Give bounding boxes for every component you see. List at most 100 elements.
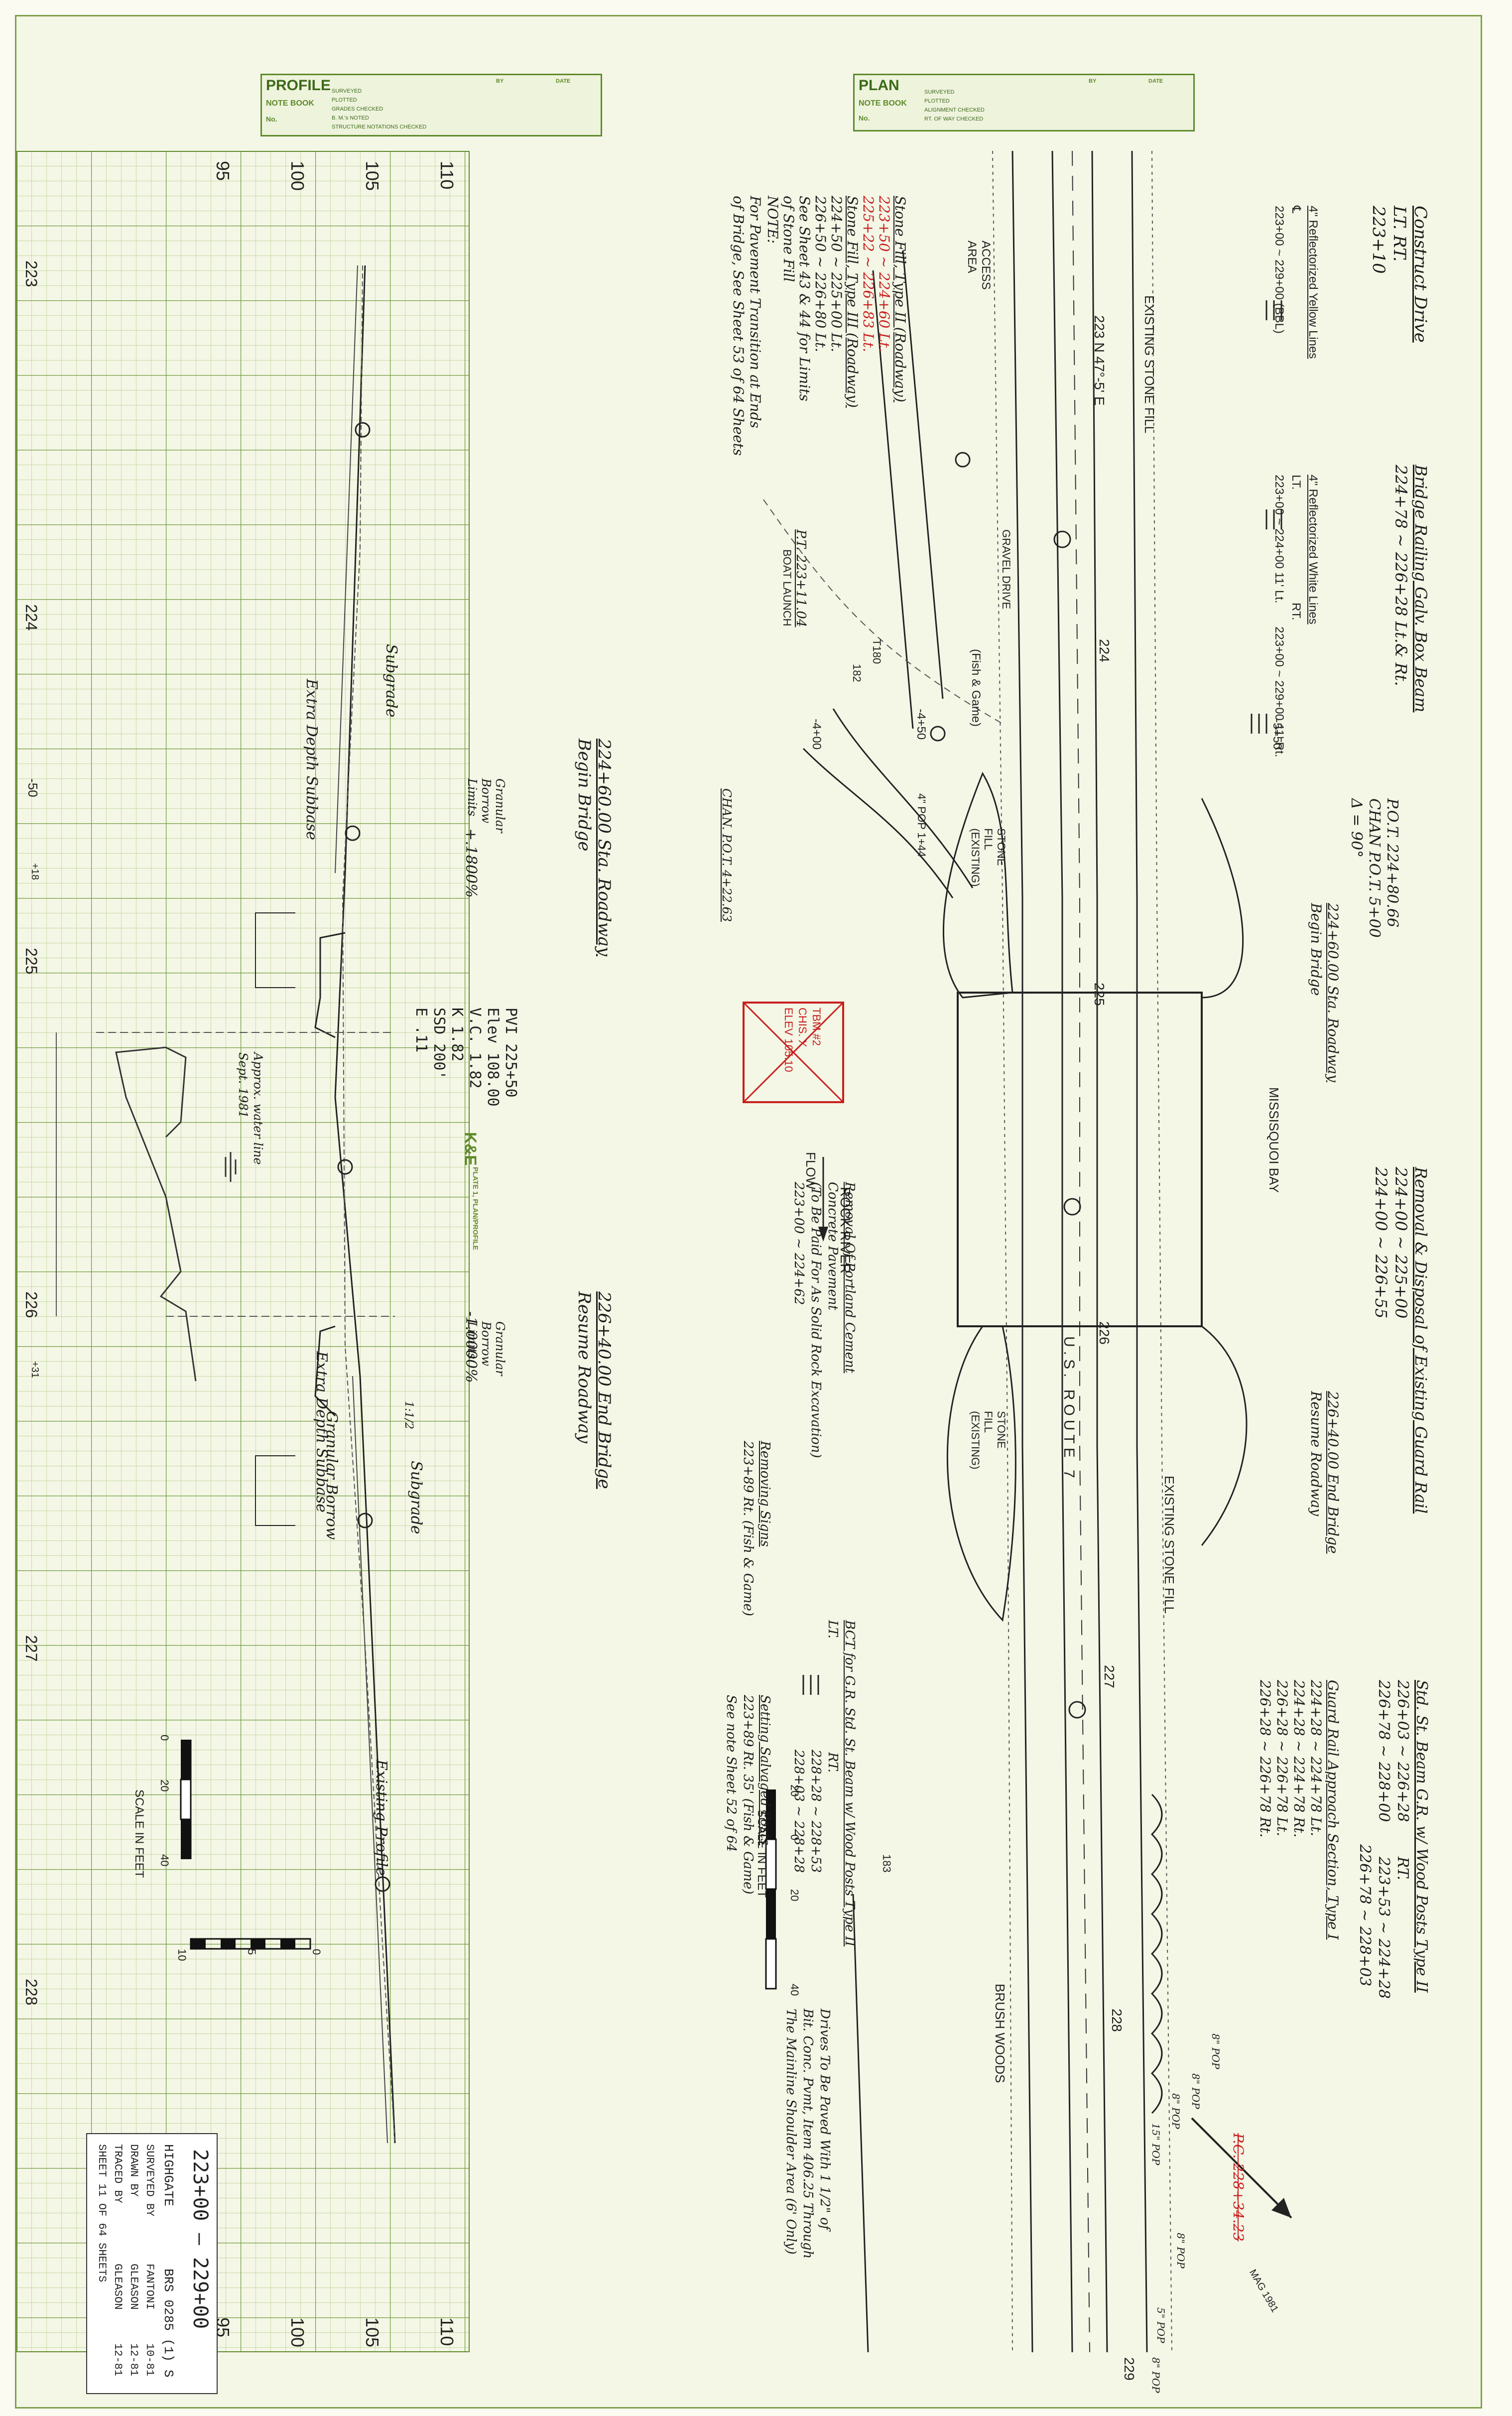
tbm-label: TBM #2 CHIS. X ELEV 105.10 [781, 1008, 823, 1072]
drives-2: Bit. Conc. Pvmt, Item 406.25 Through [800, 2009, 815, 2259]
std-steel-lt: 226+03 ~ 226+28 [1394, 1680, 1411, 1822]
stone-existing-2: STONE FILL (EXISTING) [969, 1411, 1008, 1470]
removal-lt: 224+00 ~ 225+00 [1391, 1167, 1410, 1319]
station-minus-550: -5+50 [1270, 719, 1284, 750]
station-229: 229 [1122, 2357, 1137, 2381]
elev-label-bottom: 100 [287, 2317, 308, 2348]
pvi-line: PVI 225+50 [502, 1008, 519, 1098]
bct-rt: RT. [825, 1752, 840, 1773]
profile-title-block: PROFILE NOTE BOOK No. BY DATE SURVEYED P… [260, 74, 602, 136]
std-steel-lt2: 226+78 ~ 228+00 [1375, 1680, 1392, 1822]
removal-pcc-2: Concrete Pavement [825, 1182, 840, 1310]
scale-tick-v: 5 [246, 1949, 258, 1955]
station-label: 228 [22, 1979, 40, 2006]
see-sheet: See Sheet 43 & 44 for Limits [796, 196, 813, 401]
existing-stone-fill-bottom: EXISTING STONE FILL [1162, 1476, 1177, 1614]
chan-pot-label: CHAN. P.O.T. 4+22.63 [720, 788, 734, 922]
t182-label: 182 [851, 664, 863, 682]
fish-game-label: (Fish & Game) [969, 649, 983, 727]
std-steel-note: Std. St. Beam G.R. w/ Wood Posts Type II… [1355, 1680, 1431, 1999]
bct-title: BCT for G.R. Std. St. Beam w/ Wood Posts… [842, 1620, 857, 1947]
delta-line: Δ = 90° [1348, 798, 1365, 858]
profile-row: SURVEYED [332, 88, 362, 94]
existing-stone-fill-top: EXISTING STONE FILL [1142, 295, 1157, 433]
std-steel-rt1: 223+53 ~ 224+28 [1375, 1856, 1392, 1999]
plan-row: SURVEYED [924, 89, 955, 95]
setting-posts-note: Setting Salvaged Posts 223+89 Rt. 35' (F… [723, 1695, 773, 1895]
construct-drive: Construct Drive [1410, 206, 1430, 343]
bridge-railing-note: Bridge Railing Galv. Box Beam 224+78 ~ 2… [1391, 465, 1431, 712]
stone-fill-type3: Stone Fill, Type III (Roadway) [844, 196, 861, 408]
removing-signs: Removing Signs [757, 1441, 772, 1547]
water-line-2: Sept. 1981 [236, 1052, 250, 1118]
bearing-label: 223 N 47°-5' E [1092, 315, 1107, 406]
pop-note: 8" POP [1210, 2034, 1222, 2069]
pc-label: P.C. 228+34.23 [1230, 2133, 1247, 2242]
plan-no-label: No. [859, 114, 870, 122]
bridge-railing: Bridge Railing Galv. Box Beam [1411, 465, 1430, 713]
pvi-line: SSD 200' [430, 1008, 448, 1080]
pop-note: 5" POP [1155, 2307, 1167, 2343]
pavement-transition-note: For Pavement Transition at Ends of Bridg… [730, 196, 763, 456]
bridge-railing-range: 224+78 ~ 226+28 Lt.& Rt. [1391, 465, 1410, 686]
approach-row: 226+28 ~ 226+78 Rt. [1257, 1680, 1273, 1838]
plan-date-label: DATE [1148, 78, 1163, 84]
removing-signs-note: Removing Signs 223+89 Rt. (Fish & Game) [740, 1441, 773, 1616]
refl-white-rt: RT. [1289, 602, 1303, 621]
profile-row: STRUCTURE NOTATIONS CHECKED [332, 124, 427, 130]
approach-row: 226+28 ~ 226+78 Lt. [1274, 1680, 1290, 1836]
pvi-line: Elev 108.00 [484, 1008, 502, 1107]
drives-note: Drives To Be Paved With 1 1/2" of Bit. C… [782, 2009, 833, 2259]
removal-pcc-3: (To Be Paid For As Solid Rock Excavation… [808, 1182, 823, 1458]
of-stone-fill: of Stone Fill [780, 196, 797, 282]
bct-rt2: 228+03 ~ 228+28 [791, 1750, 806, 1873]
existing-profile: Existing Profile [373, 1760, 390, 1876]
station-225: 225 [1092, 983, 1107, 1006]
title-row-label: TRACED BY [112, 2144, 124, 2203]
plan-end-bridge-1: 226+40.00 End Bridge [1325, 1391, 1341, 1554]
tbm-line: CHIS. X [796, 1008, 809, 1047]
pop-note: 8" POP [1150, 2357, 1162, 2393]
removal-pcc-note: Removal Of Portland Cement Concrete Pave… [790, 1182, 858, 1458]
pot-line: P.O.T. 224+80.66 [1384, 798, 1401, 927]
pvi-line: K 1.82 [448, 1008, 466, 1062]
station-227: 227 [1102, 1665, 1117, 1688]
stone-fill-line: 226+50 ~ 226+80 Lt. [812, 196, 829, 352]
plan-row: RT. OF WAY CHECKED [924, 116, 984, 122]
pvi-note: PVI 225+50 Elev 108.00 V.C. 1.82 K 1.82 … [412, 1008, 519, 1107]
pvi-line: E .11 [412, 1008, 430, 1053]
station-label: 225 [22, 948, 40, 975]
station-label: 227 [22, 1635, 40, 1662]
station-228: 228 [1109, 2009, 1125, 2032]
refl-yellow-range: 223+00 ~ 229+00 (BBL) [1272, 206, 1286, 334]
brush-woods-label: BRUSH WOODS [993, 1984, 1008, 2083]
plan-drawing [743, 151, 1292, 2352]
pop-note: 8" POP [1190, 2073, 1202, 2109]
plan-by-label: BY [1089, 78, 1097, 84]
pt-label: P.T. 223+11.04 [793, 529, 808, 628]
scale-tick: 0 [158, 1735, 171, 1741]
subgrade-right: Subgrade [407, 1461, 425, 1534]
elev-label: 95 [213, 161, 233, 181]
refl-white-lt-range: 223+00 ~ 224+00 11' Lt. [1272, 475, 1286, 604]
slope-note: 1:1/2 [402, 1401, 415, 1429]
plan-row: PLOTTED [924, 98, 950, 104]
station-226: 226 [1097, 1321, 1112, 1345]
removal-pcc-4: 223+00 ~ 224+62 [791, 1182, 806, 1305]
end-bridge-plan-note: 226+40.00 End Bridge Resume Roadway [1307, 1391, 1341, 1554]
title-row-label: DRAWN BY [127, 2144, 140, 2197]
title-row-label: SURVEYED BY [143, 2144, 156, 2217]
elev-label: 105 [362, 161, 382, 191]
station-label: 223 [22, 260, 40, 287]
drives-3: The Mainline Shoulder Area (6' Only) [783, 2009, 798, 2255]
removing-signs-1: 223+89 Rt. (Fish & Game) [741, 1441, 756, 1617]
profile-row: B. M.'s NOTED [332, 115, 369, 121]
granular-borrow: Granular Borrow [323, 1411, 340, 1540]
approach-title: Guard Rail Approach Section, Type I [1325, 1680, 1341, 1940]
station-minus-450: -4+50 [914, 709, 928, 740]
gravel-drive-label: GRAVEL DRIVE [1000, 529, 1012, 610]
end-bridge-line2: Resume Roadway [574, 1291, 594, 1443]
refl-white: 4" Reflectorized White Lines [1306, 475, 1320, 625]
elev-label: 110 [437, 161, 457, 190]
stone-fill-line: 224+50 ~ 225+00 Lt. [828, 196, 845, 352]
